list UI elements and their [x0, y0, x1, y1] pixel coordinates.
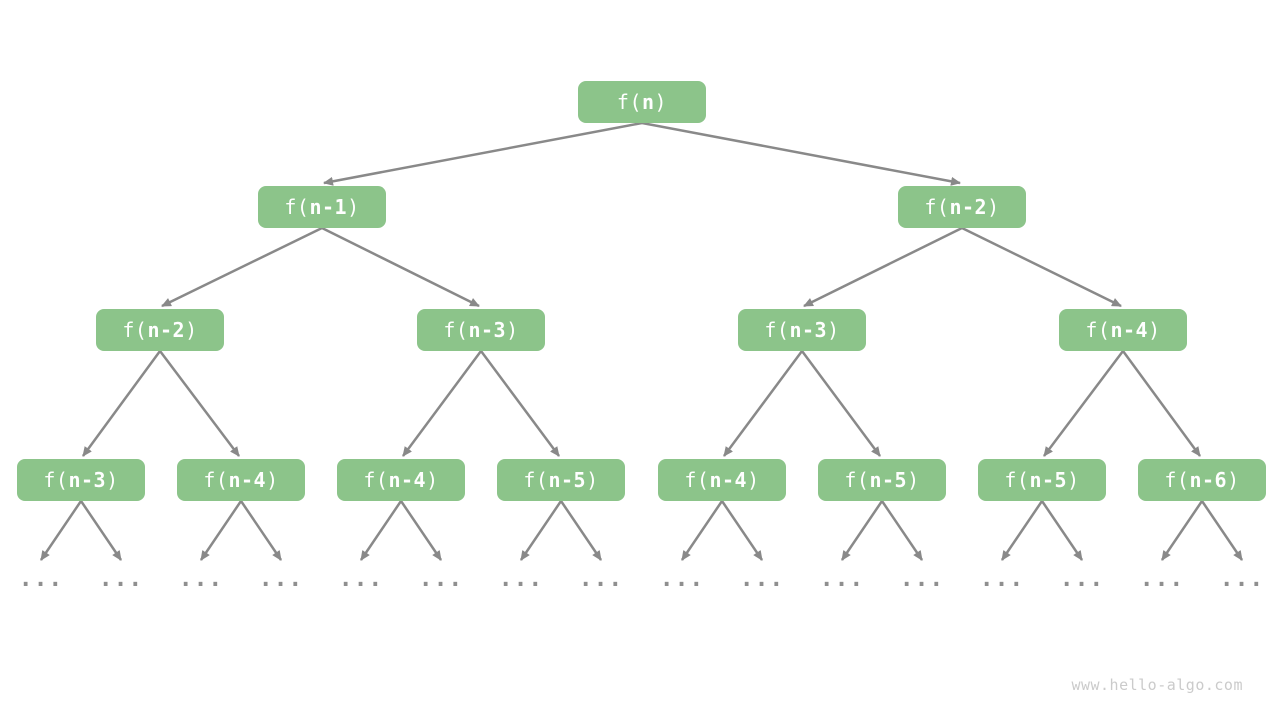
tree-node-f-n-2: f(n-2) [96, 309, 224, 351]
tree-edge [159, 350, 240, 457]
recursion-continues-ellipsis: ... [258, 566, 304, 592]
node-label: f(n-5) [844, 468, 920, 492]
tree-edge [800, 350, 882, 457]
recursion-continues-ellipsis: ... [1059, 566, 1105, 592]
node-label: f(n-3) [443, 318, 519, 342]
node-label: f(n-6) [1164, 468, 1240, 492]
tree-edge [81, 350, 162, 457]
node-label: f(n-2) [924, 195, 1000, 219]
tree-edge [961, 226, 1122, 308]
tree-node-f-n-4: f(n-4) [1059, 309, 1187, 351]
node-label: f(n-5) [1004, 468, 1080, 492]
tree-edge [401, 350, 483, 457]
recursion-continues-ellipsis: ... [819, 566, 865, 592]
tree-node-f-n-4: f(n-4) [337, 459, 465, 501]
tree-node-f-n-4: f(n-4) [658, 459, 786, 501]
tree-edge [519, 500, 563, 561]
tree-edge [239, 500, 283, 561]
tree-edge [722, 350, 804, 457]
recursion-continues-ellipsis: ... [498, 566, 544, 592]
tree-edge [161, 226, 323, 308]
recursion-continues-ellipsis: ... [98, 566, 144, 592]
recursion-continues-ellipsis: ... [739, 566, 785, 592]
tree-node-f-n-3: f(n-3) [417, 309, 545, 351]
tree-edge [803, 226, 963, 308]
recursion-continues-ellipsis: ... [1139, 566, 1185, 592]
tree-edge [359, 500, 403, 561]
tree-edge [1043, 350, 1124, 457]
node-label: f(n-4) [1085, 318, 1161, 342]
tree-edge [399, 500, 443, 561]
watermark: www.hello-algo.com [1071, 676, 1243, 694]
tree-node-f-n-1: f(n-1) [258, 186, 386, 228]
tree-edge [1121, 350, 1202, 457]
node-label: f(n-3) [764, 318, 840, 342]
node-label: f(n-5) [523, 468, 599, 492]
tree-edge [641, 121, 961, 186]
recursion-continues-ellipsis: ... [578, 566, 624, 592]
recursion-continues-ellipsis: ... [899, 566, 945, 592]
tree-node-f-n-2: f(n-2) [898, 186, 1026, 228]
recursion-continues-ellipsis: ... [178, 566, 224, 592]
tree-node-f-n-5: f(n-5) [978, 459, 1106, 501]
node-label: f(n) [616, 90, 668, 114]
node-label: f(n-4) [363, 468, 439, 492]
tree-edge [323, 121, 643, 186]
tree-node-f-n-5: f(n-5) [818, 459, 946, 501]
tree-edge [720, 500, 764, 561]
recursion-continues-ellipsis: ... [979, 566, 1025, 592]
node-label: f(n-3) [43, 468, 119, 492]
tree-edge [479, 350, 561, 457]
tree-node-f-n-3: f(n-3) [17, 459, 145, 501]
node-label: f(n-1) [284, 195, 360, 219]
tree-edge [199, 500, 243, 561]
tree-node-f-n-6: f(n-6) [1138, 459, 1266, 501]
tree-edge [39, 500, 83, 561]
tree-edge [559, 500, 603, 561]
tree-edge [840, 500, 884, 561]
tree-edge [1200, 500, 1244, 561]
tree-node-f-n-4: f(n-4) [177, 459, 305, 501]
recursion-continues-ellipsis: ... [18, 566, 64, 592]
tree-node-f-n-5: f(n-5) [497, 459, 625, 501]
tree-edge [1160, 500, 1204, 561]
recursion-continues-ellipsis: ... [418, 566, 464, 592]
recursion-continues-ellipsis: ... [338, 566, 384, 592]
tree-edge [1040, 500, 1084, 561]
tree-edge [321, 226, 480, 308]
tree-node-f-n: f(n) [578, 81, 706, 123]
tree-edge [1000, 500, 1044, 561]
node-label: f(n-4) [203, 468, 279, 492]
tree-edge [880, 500, 924, 561]
tree-node-f-n-3: f(n-3) [738, 309, 866, 351]
node-label: f(n-2) [122, 318, 198, 342]
tree-edge [79, 500, 123, 561]
node-label: f(n-4) [684, 468, 760, 492]
tree-edge [680, 500, 724, 561]
recursion-continues-ellipsis: ... [659, 566, 705, 592]
recursion-continues-ellipsis: ... [1219, 566, 1265, 592]
